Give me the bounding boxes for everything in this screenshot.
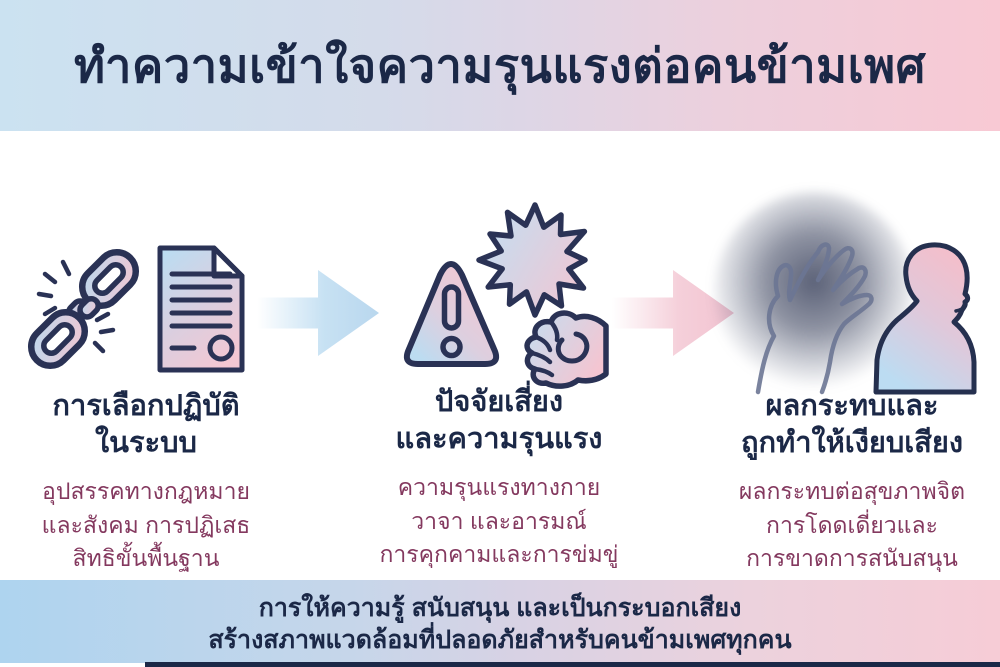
open-hand-icon	[755, 242, 874, 395]
column-systemic-discrimination: การเลือกปฏิบัติ ในระบบ อุปสรรคทางกฎหมาย …	[12, 388, 280, 575]
footer-line: การให้ความรู้ สนับสนุน และเป็นกระบอกเสีย…	[258, 594, 742, 622]
body-line: สิทธิขั้นพื้นฐาน	[72, 544, 220, 571]
column-body: อุปสรรคทางกฎหมาย และสังคม การปฏิเสธ สิทธ…	[12, 475, 280, 575]
bottom-navy-bar	[145, 662, 1000, 667]
broken-chain-icon	[27, 248, 140, 370]
title-banner: ทำความเข้าใจความรุนแรงต่อคนข้ามเพศ	[0, 0, 1000, 131]
body-line: ความรุนแรงทางกาย	[397, 474, 601, 501]
heading-line: ถูกทำให้เงียบเสียง	[740, 427, 964, 460]
fist-icon	[524, 310, 609, 389]
spark-lines	[36, 259, 116, 354]
heading-line: และความรุนแรง	[395, 423, 603, 456]
page-title: ทำความเข้าใจความรุนแรงต่อคนข้ามเพศ	[74, 38, 926, 92]
body-line: อุปสรรคทางกฎหมาย	[42, 478, 250, 505]
body-line: การคุกคามและการข่มขู่	[379, 540, 619, 567]
column-impact-silenced: ผลกระทบและ ถูกทำให้เงียบเสียง ผลกระทบต่อ…	[698, 388, 1000, 575]
column-body: ความรุนแรงทางกาย วาจา และอารมณ์ การคุกคา…	[350, 471, 648, 571]
body-line: วาจา และอารมณ์	[411, 507, 587, 534]
column-risk-factors: ปัจจัยเสี่ยง และความรุนแรง ความรุนแรงทาง…	[350, 384, 648, 571]
heading-line: ในระบบ	[95, 427, 197, 460]
warning-burst-fist-icon	[403, 202, 609, 389]
column-heading: ผลกระทบและ ถูกทำให้เงียบเสียง	[698, 388, 1000, 462]
arrow-right-icon	[257, 270, 379, 356]
burst-icon	[476, 202, 588, 318]
heading-line: ปัจจัยเสี่ยง	[434, 386, 564, 418]
body-line: การขาดการสนับสนุน	[746, 544, 958, 571]
heading-line: การเลือกปฏิบัติ	[52, 390, 240, 422]
warning-triangle-icon	[403, 261, 500, 367]
column-heading: ปัจจัยเสี่ยง และความรุนแรง	[350, 384, 648, 458]
footer-line: สร้างสภาพแวดล้อมที่ปลอดภัยสำหรับคนข้ามเพ…	[208, 625, 792, 654]
heading-line: ผลกระทบและ	[765, 390, 939, 422]
column-heading: การเลือกปฏิบัติ ในระบบ	[12, 388, 280, 462]
body-line: และสังคม การปฏิเสธ	[41, 511, 251, 538]
body-line: การโดดเดี่ยวและ	[766, 511, 938, 538]
body-line: ผลกระทบต่อสุขภาพจิต	[738, 478, 966, 505]
bowed-person-icon	[873, 242, 977, 395]
footer-banner: การให้ความรู้ สนับสนุน และเป็นกระบอกเสีย…	[0, 580, 1000, 663]
column-body: ผลกระทบต่อสุขภาพจิต การโดดเดี่ยวและ การข…	[698, 475, 1000, 575]
document-icon	[157, 245, 245, 373]
